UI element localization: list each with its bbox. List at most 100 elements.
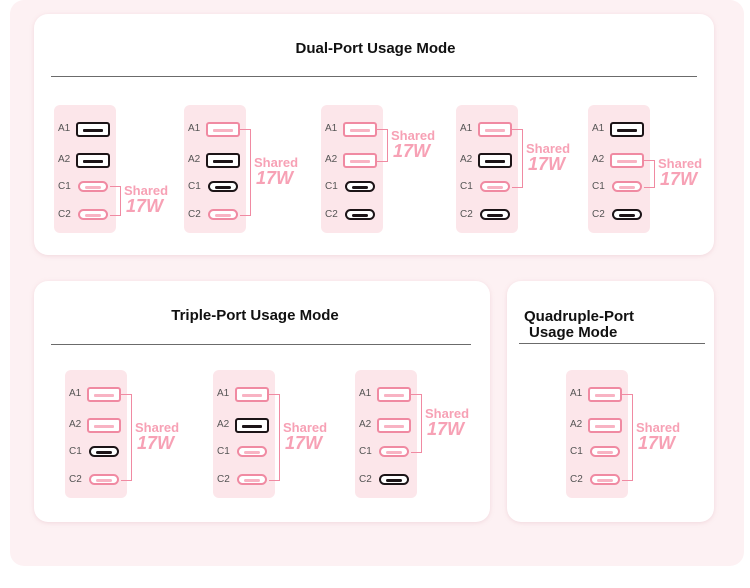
usb-c-port-c1 — [78, 180, 108, 192]
port-label-c2: C2 — [460, 209, 473, 220]
quad-port-title-line2: Usage Mode — [529, 324, 618, 341]
shared-bracket — [644, 160, 655, 188]
usb-a-port-a2 — [588, 417, 622, 433]
shared-bracket — [110, 186, 121, 216]
usb-a-port-a2 — [235, 417, 269, 433]
port-label-c1: C1 — [460, 181, 473, 192]
port-label-a2: A2 — [188, 154, 201, 165]
shared-power: 17W — [660, 169, 698, 189]
shared-label: Shared — [658, 156, 703, 171]
port-label-c2: C2 — [570, 474, 583, 485]
port-label-c2: C2 — [325, 209, 338, 220]
usb-c-port-c1 — [89, 445, 119, 457]
usb-a-port-a1 — [87, 386, 121, 402]
port-label-c2: C2 — [592, 209, 605, 220]
usb-a-port-a2 — [610, 152, 644, 168]
quad-port-title: Quadruple-Port Usage Mode — [524, 309, 634, 341]
port-label-a2: A2 — [69, 419, 82, 430]
usb-a-port-a2 — [343, 152, 377, 168]
shared-power: 17W — [393, 140, 431, 161]
usb-c-port-c1 — [379, 445, 409, 457]
usb-a-port-a1 — [478, 121, 512, 137]
port-label-c2: C2 — [69, 474, 82, 485]
port-label-a1: A1 — [460, 123, 473, 134]
port-label-c2: C2 — [188, 209, 201, 220]
port-label-c1: C1 — [592, 181, 605, 192]
usb-c-port-c2 — [89, 473, 119, 485]
usb-c-port-c2 — [480, 208, 510, 220]
usb-c-port-c1 — [590, 445, 620, 457]
port-label-a1: A1 — [359, 388, 372, 399]
usb-a-port-a2 — [87, 417, 121, 433]
port-label-a1: A1 — [592, 123, 605, 134]
usb-c-port-c1 — [345, 180, 375, 192]
shared-bracket — [121, 394, 132, 481]
shared-label: Shared — [391, 127, 436, 143]
port-label-a1: A1 — [69, 388, 82, 399]
shared-bracket — [240, 129, 251, 216]
port-label-a1: A1 — [188, 123, 201, 134]
port-label-c2: C2 — [359, 474, 372, 485]
port-label-a1: A1 — [325, 123, 338, 134]
port-label-a2: A2 — [217, 419, 230, 430]
usb-a-port-a1 — [343, 121, 377, 137]
port-label-a1: A1 — [217, 388, 230, 399]
shared-power: 17W — [528, 153, 566, 174]
shared-power: 17W — [126, 196, 164, 216]
port-label-c1: C1 — [217, 446, 230, 457]
shared-bracket — [269, 394, 280, 481]
port-label-a2: A2 — [460, 154, 473, 165]
usb-c-port-c1 — [612, 180, 642, 192]
shared-label: Shared — [526, 140, 571, 156]
usb-a-port-a1 — [377, 386, 411, 402]
usb-c-port-c2 — [590, 473, 620, 485]
shared-label: Shared — [425, 405, 470, 421]
usb-a-port-a2 — [377, 417, 411, 433]
port-label-c1: C1 — [325, 181, 338, 192]
shared-label: Shared — [135, 419, 180, 435]
usb-a-port-a2 — [478, 152, 512, 168]
quad-port-divider — [519, 343, 705, 344]
usb-c-port-c1 — [237, 445, 267, 457]
port-label-c1: C1 — [188, 181, 201, 192]
usb-a-port-a1 — [76, 121, 110, 137]
port-label-a2: A2 — [325, 154, 338, 165]
triple-port-title: Triple-Port Usage Mode — [171, 307, 339, 324]
shared-label: Shared — [636, 419, 681, 435]
dual-port-title: Dual-Port Usage Mode — [295, 40, 456, 57]
shared-power: 17W — [427, 418, 465, 439]
usb-a-port-a1 — [235, 386, 269, 402]
port-label-c1: C1 — [570, 446, 583, 457]
usb-c-port-c2 — [237, 473, 267, 485]
shared-power: 17W — [285, 432, 323, 453]
usb-c-port-c2 — [208, 208, 238, 220]
shared-power: 17W — [137, 432, 175, 453]
usb-c-port-c2 — [345, 208, 375, 220]
shared-label: Shared — [283, 419, 328, 435]
port-label-c2: C2 — [217, 474, 230, 485]
shared-power: 17W — [638, 432, 676, 453]
port-label-a2: A2 — [58, 154, 71, 165]
port-label-a1: A1 — [570, 388, 583, 399]
triple-port-divider — [51, 344, 471, 345]
shared-bracket — [622, 394, 633, 481]
shared-label: Shared — [124, 183, 169, 198]
shared-bracket — [512, 129, 523, 188]
usb-a-port-a1 — [206, 121, 240, 137]
port-label-a2: A2 — [359, 419, 372, 430]
port-label-c1: C1 — [359, 446, 372, 457]
port-label-c1: C1 — [69, 446, 82, 457]
usb-c-port-c1 — [480, 180, 510, 192]
port-label-a2: A2 — [570, 419, 583, 430]
port-label-c1: C1 — [58, 181, 71, 192]
